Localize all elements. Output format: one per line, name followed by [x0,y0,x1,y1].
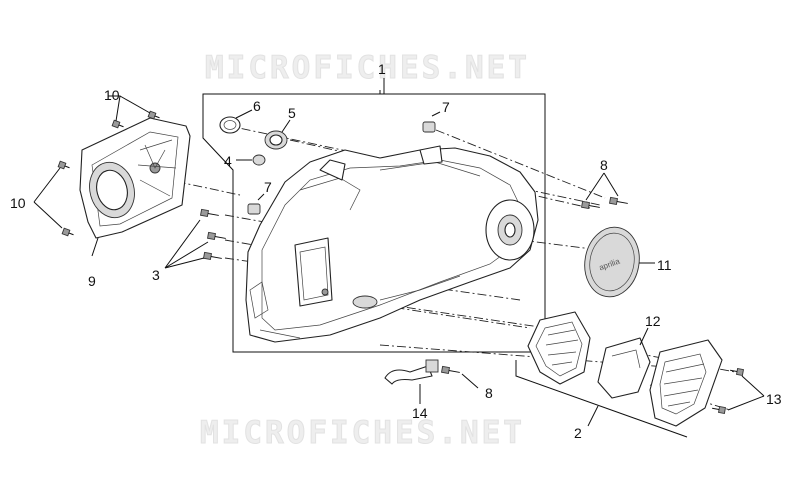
item-2-group-bracket [515,360,688,438]
callout-8-lower: 8 [485,385,493,401]
callout-8-upper: 8 [600,157,608,173]
callout-10-left: 10 [10,195,26,211]
filter-element-part-12 [597,327,651,399]
dowel-part-7-upper [422,111,441,133]
transmission-cover [245,145,539,343]
bearing-part-5 [264,119,291,150]
screws-part-13 [712,368,765,414]
callout-3: 3 [152,267,160,283]
round-cover-part-11: aprilia [584,226,655,298]
screws-part-8 [441,172,628,389]
inner-cover-part-9 [79,117,191,257]
item-1-group-frame [202,90,546,353]
dowel-part-7-lower [247,193,265,215]
callout-14: 14 [412,405,428,421]
callout-4: 4 [224,153,232,169]
screws-part-3 [164,208,226,269]
callout-12: 12 [645,313,661,329]
callout-6: 6 [253,98,261,114]
callout-7-upper: 7 [442,99,450,115]
screws-part-10 [33,95,160,237]
bushing-part-4 [236,154,266,166]
leader-2 [587,405,599,427]
outer-grille [649,339,723,427]
clip-part-14 [384,359,439,404]
watermark-top: MICROFICHES.NET [205,50,530,86]
callout-7-lower: 7 [264,179,272,195]
callout-10-upper: 10 [104,87,120,103]
seal-ring-part-6 [219,109,253,134]
intake-grille-part-2 [527,311,591,385]
callout-13: 13 [766,391,782,407]
callout-9: 9 [88,273,96,289]
callout-5: 5 [288,105,296,121]
callout-11: 11 [657,257,672,273]
callout-2: 2 [574,425,582,441]
callout-1: 1 [378,61,386,77]
watermark-bottom: MICROFICHES.NET [200,415,525,451]
